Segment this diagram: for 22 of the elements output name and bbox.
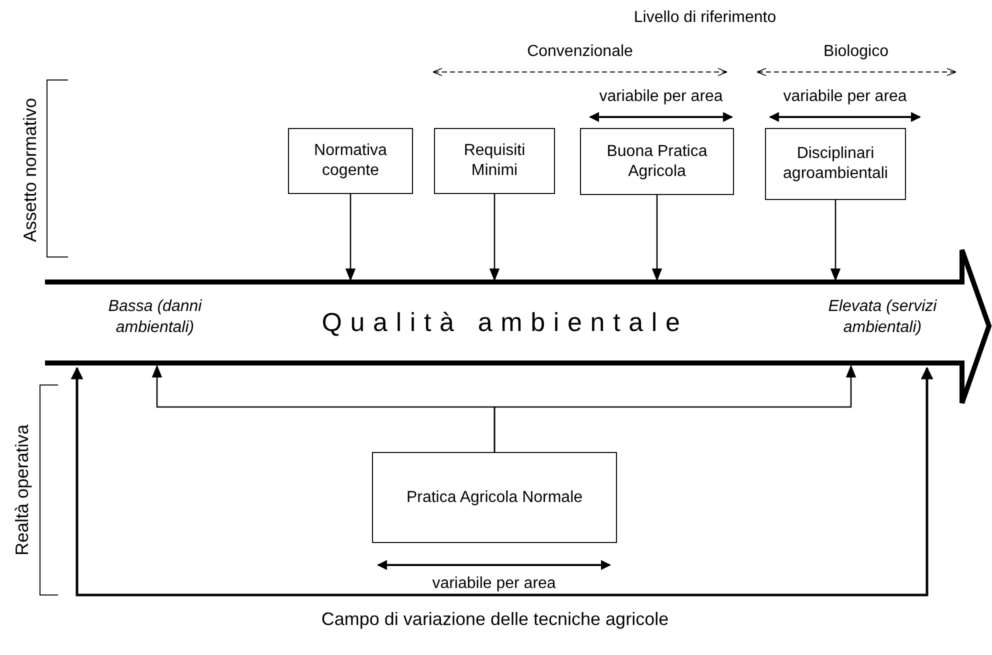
process-box: Disciplinari agroambientali xyxy=(765,128,906,200)
arrow xyxy=(652,195,662,282)
arrow xyxy=(345,194,356,282)
arrow xyxy=(489,194,500,282)
process-box: Requisiti Minimi xyxy=(434,128,555,194)
axis-title: Qualità ambientale xyxy=(320,306,690,338)
section-label: Assetto normativo xyxy=(20,98,40,242)
axis-end-label: Elevata (servizi ambientali) xyxy=(827,297,938,338)
label: Convenzionale xyxy=(526,42,634,62)
label: variabile per area xyxy=(782,87,908,107)
label: Biologico xyxy=(822,42,890,62)
range-label: Campo di variazione delle tecniche agricole xyxy=(320,608,670,630)
section-label: Realtà operativa xyxy=(12,424,32,556)
arrow xyxy=(830,200,841,282)
process-box: Buona Pratica Agricola xyxy=(580,128,734,195)
arrow xyxy=(494,364,856,452)
label: variabile per area xyxy=(431,574,557,594)
process-box: Pratica Agricola Normale xyxy=(372,452,617,543)
label: variabile per area xyxy=(598,87,724,107)
process-box: Normativa cogente xyxy=(288,128,413,194)
axis-end-label: Bassa (danni ambientali) xyxy=(107,297,203,338)
label: Livello di riferimento xyxy=(632,8,778,28)
